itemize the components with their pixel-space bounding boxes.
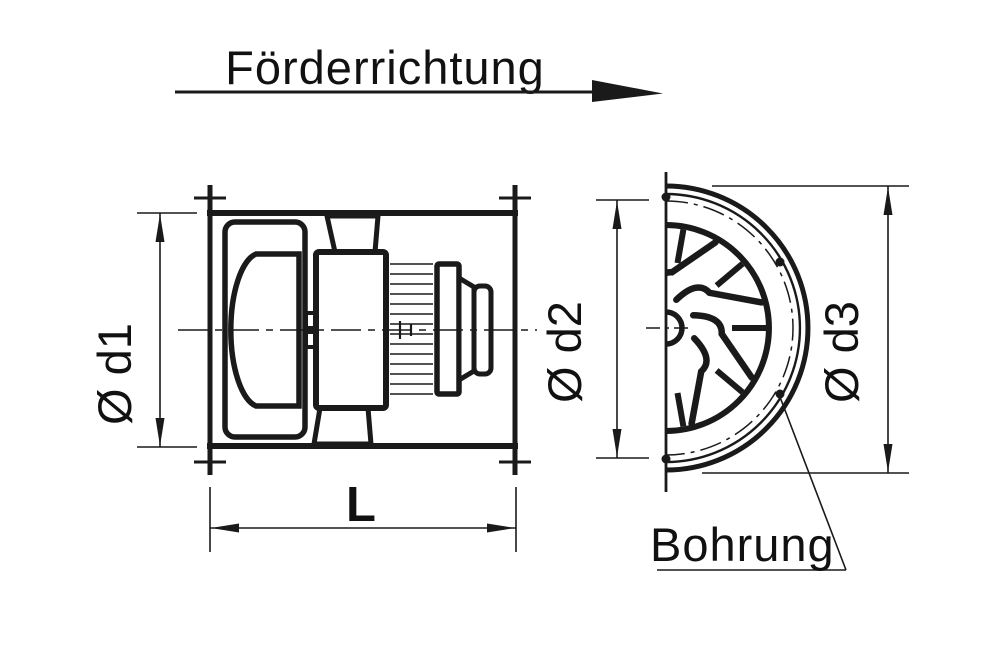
arrow-up-icon: [155, 214, 165, 242]
front-view-arcs: [666, 183, 811, 473]
length-dimension-lines: [209, 487, 517, 552]
d2-label: Ø d2: [538, 301, 591, 403]
flow-direction-label: Förderrichtung: [225, 41, 545, 94]
fan-blade-top: [323, 213, 381, 255]
dimension-d2: Ø d2: [538, 199, 649, 459]
dimension-d1: Ø d1: [88, 212, 197, 448]
motor-end-ring: [434, 261, 462, 397]
side-view: [178, 185, 537, 475]
dimension-d3: Ø d3: [702, 185, 909, 474]
d1-dimension-lines: [137, 212, 197, 448]
length-label: L: [346, 478, 376, 532]
d1-label: Ø d1: [88, 323, 141, 425]
bohrung-leader-line: [657, 396, 847, 571]
arrow-left-icon: [211, 523, 239, 533]
d2-dimension-lines: [596, 199, 649, 459]
flange-outer-arc: [666, 183, 811, 473]
arrow-up-icon: [612, 201, 622, 229]
bolt-hole: [775, 257, 785, 267]
impeller-ring-arc: [666, 222, 772, 434]
flow-direction-group: Förderrichtung: [175, 41, 663, 102]
bolt-hole-callout: Bohrung: [650, 396, 847, 571]
bolt-hole: [775, 389, 785, 399]
flange-inner-arc: [666, 192, 802, 464]
bohrung-label: Bohrung: [650, 518, 835, 571]
front-view: [646, 172, 811, 492]
arrow-down-icon: [155, 418, 165, 446]
dimension-length: L: [209, 478, 517, 552]
arrow-right-icon: [487, 523, 515, 533]
right-arrow-icon: [592, 80, 663, 102]
d3-label: Ø d3: [815, 301, 868, 403]
arrow-up-icon: [883, 187, 893, 215]
fan-blade-bottom: [311, 405, 374, 447]
bolt-circle-arc: [666, 200, 794, 456]
hub-dome: [228, 251, 302, 409]
d3-dimension-lines: [702, 185, 909, 474]
impeller-spokes: [674, 228, 766, 428]
arrow-down-icon: [612, 429, 622, 457]
impeller-blades: [666, 239, 765, 427]
arrow-down-icon: [883, 444, 893, 472]
